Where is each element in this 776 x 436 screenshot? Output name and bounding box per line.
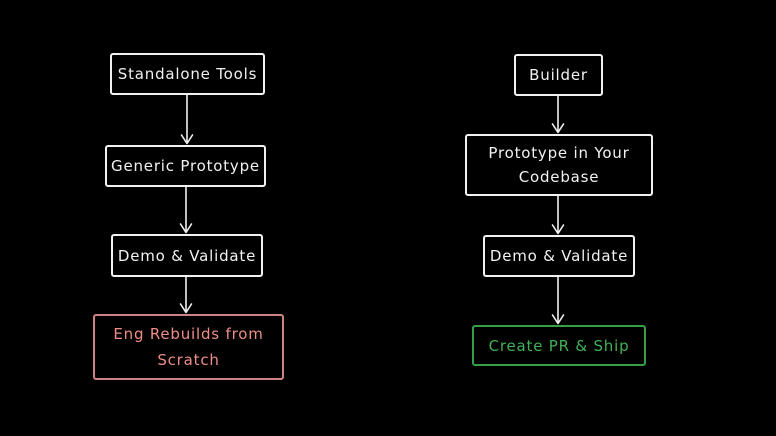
arrow-demo-validate-to-create-pr-ship [551,277,565,325]
node-label: Builder [529,66,588,84]
node-prototype-in-your-codebase: Prototype in Your Codebase [465,134,653,196]
arrow-standalone-tools-to-generic-prototype [180,95,194,145]
node-eng-rebuilds-from-scratch: Eng Rebuilds from Scratch [93,314,284,380]
arrowhead-icon [179,303,193,314]
node-demo-validate-right: Demo & Validate [483,235,635,277]
arrowhead-icon [551,314,565,325]
node-create-pr-and-ship: Create PR & Ship [472,325,646,366]
node-label: Generic Prototype [111,157,260,175]
node-label: Scratch [157,351,220,369]
arrowhead-icon [179,223,193,234]
arrow-generic-prototype-to-demo-validate [179,187,193,234]
node-label: Demo & Validate [117,246,257,265]
node-standalone-tools: Standalone Tools [110,53,265,95]
node-builder: Builder [514,54,603,96]
node-generic-prototype: Generic Prototype [105,145,266,187]
node-label: Prototype in Your [488,144,630,162]
arrowhead-icon [180,134,194,145]
node-label: Eng Rebuilds from [113,325,264,343]
arrow-demo-validate-to-eng-rebuilds [179,277,193,314]
node-label: Demo & Validate [489,247,629,265]
arrowhead-icon [551,123,565,134]
node-demo-validate-left: Demo & Validate [111,234,263,277]
node-label: Codebase [518,168,600,186]
node-label: Standalone Tools [117,65,258,83]
arrowhead-icon [551,224,565,235]
node-label: Create PR & Ship [488,336,630,355]
arrow-builder-to-prototype-in-codebase [551,96,565,134]
arrow-prototype-in-codebase-to-demo-validate [551,196,565,235]
